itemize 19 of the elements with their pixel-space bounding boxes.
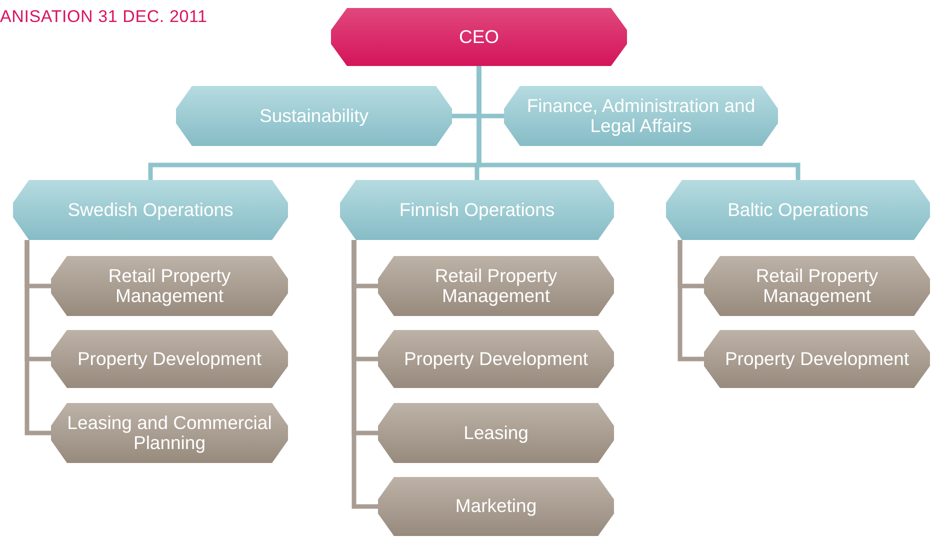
unit-name: Marketing <box>455 496 537 517</box>
unit-name: Property Development <box>404 348 588 370</box>
unit-name: CEO <box>458 26 500 48</box>
connector-line <box>678 240 704 362</box>
connector-line <box>24 240 51 436</box>
diagram-title: ANISATION 31 DEC. 2011 <box>0 7 208 27</box>
connector-line <box>352 240 378 509</box>
unit-name: Retail Property Management <box>107 266 232 306</box>
unit-name: Swedish Operations <box>68 200 234 220</box>
unit-name: Leasing <box>464 422 528 444</box>
unit-name: Property Development <box>77 348 262 370</box>
unit-name: Leasing and Commercial Planning <box>67 412 272 454</box>
unit-name: Finnish Operations <box>399 200 555 220</box>
unit-name: Retail Property Management <box>754 266 880 306</box>
unit-name: Finance, Administration and Legal Affairs <box>526 96 756 136</box>
unit-name: Baltic Operations <box>728 200 868 220</box>
unit-name: Sustainability <box>259 106 368 126</box>
unit-name: Retail Property Management <box>434 266 558 306</box>
unit-name: Property Development <box>724 348 910 370</box>
